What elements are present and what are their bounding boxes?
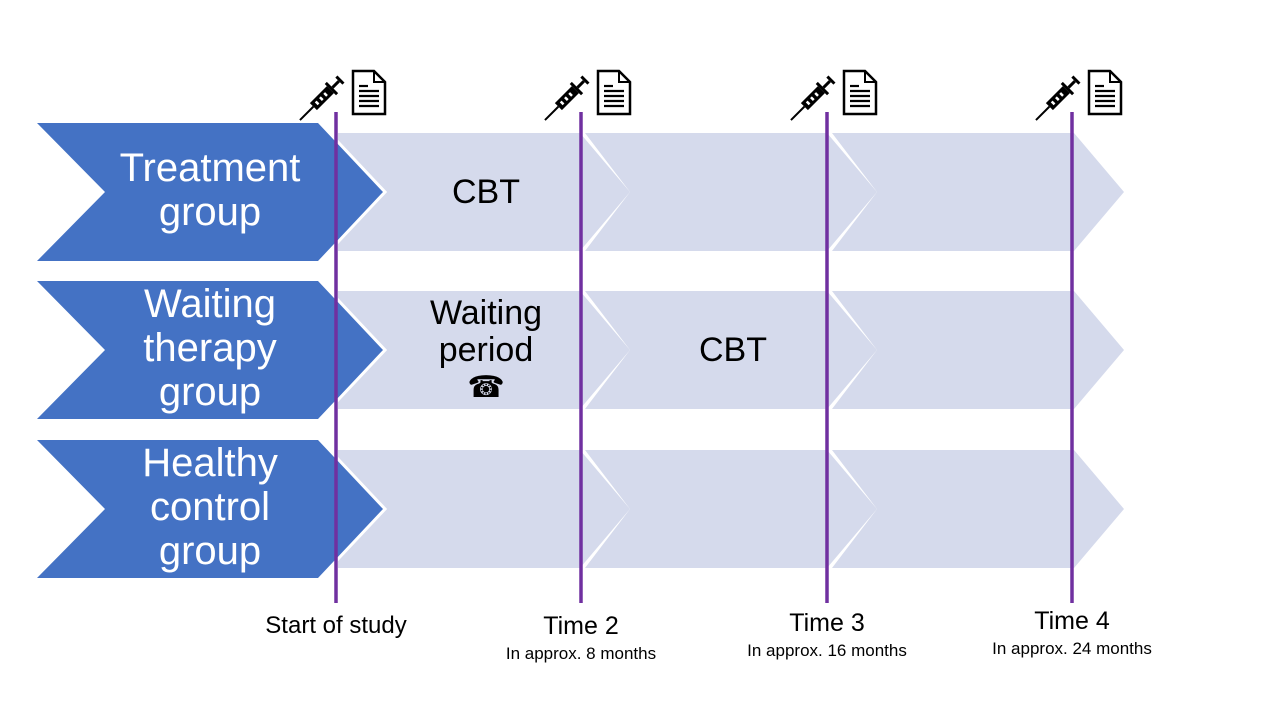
group-label-line: group [158,529,262,573]
timepoint-title: Time 4 [1034,607,1110,635]
group-label-line: Waiting [144,282,276,326]
syringe-icon [1035,75,1081,121]
group-chevron-fill [37,281,383,419]
phase-chevron [585,133,877,251]
phase-label-line: CBT [452,172,520,211]
group-chevron-fill [37,440,383,578]
phase-chevron [832,133,1124,251]
phase-label-line: Waiting [429,293,543,332]
syringe-icon [544,75,590,121]
document-icon [1087,69,1123,116]
phase-chevron [338,133,630,251]
group-label-line: therapy [143,326,277,370]
phase-chevron [338,450,630,568]
syringe-icon [299,75,345,121]
document-icon [351,69,387,116]
phase-chevron [832,450,1124,568]
timepoint-title: Time 3 [789,609,865,637]
timepoint-subtitle: In approx. 24 months [992,639,1152,658]
group-label-line: group [158,370,262,414]
syringe-icon [790,75,836,121]
phase-chevron [832,291,1124,409]
telephone-icon: ☎ [467,370,505,404]
timepoint-subtitle: In approx. 8 months [505,644,657,663]
document-icon [596,69,632,116]
phase-chevron [585,291,877,409]
document-icon [842,69,878,116]
phase-label-line: period [438,330,534,369]
timepoint-title: Time 2 [543,612,619,640]
group-label-line: group [158,190,262,234]
phase-label: CBT [366,172,606,211]
phase-chevron [585,450,877,568]
group-label-line: control [149,485,271,529]
phase-label: CBT [613,330,853,369]
timepoint-title: Start of study [265,612,407,639]
phase-chevron [338,291,630,409]
group-label-line: Treatment [119,146,301,190]
phase-label-line: CBT [699,330,767,369]
group-chevron-fill [37,123,383,261]
timepoint-subtitle: In approx. 16 months [747,641,907,660]
group-label-line: Healthy [142,441,278,485]
